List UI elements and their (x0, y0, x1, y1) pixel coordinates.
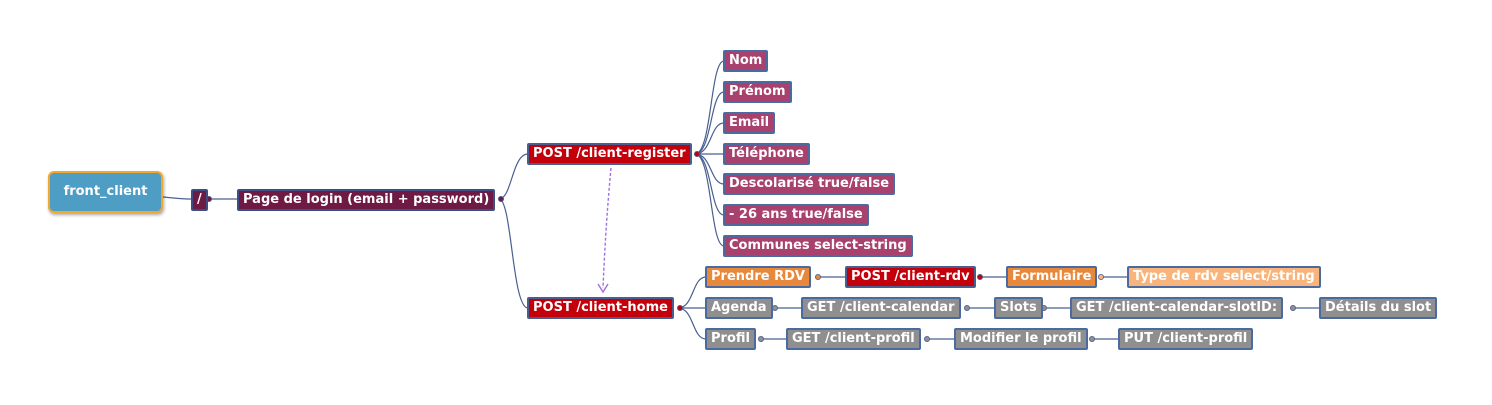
field-age[interactable]: - 26 ans true/false (723, 204, 869, 226)
connector-login-register (498, 153, 529, 200)
collapse-dot (694, 150, 701, 157)
home-label: POST /client-home (533, 300, 668, 315)
rdv-post-node[interactable]: POST /client-rdv (845, 266, 976, 288)
collapse-dot (1089, 335, 1096, 342)
connector-root-slash (162, 196, 193, 200)
connector-register-field (694, 60, 725, 155)
collapse-dot (677, 304, 684, 311)
profil-label: Profil (711, 331, 750, 346)
field-prenom[interactable]: Prénom (723, 81, 792, 103)
agenda-node[interactable]: Agenda (705, 297, 773, 319)
register-label: POST /client-register (533, 146, 686, 161)
collapse-dot (964, 304, 971, 311)
profil-put-label: PUT /client-profil (1124, 331, 1248, 346)
field-descolarise[interactable]: Descolarisé true/false (723, 173, 896, 195)
agenda-label: Agenda (711, 300, 767, 315)
field-label: Prénom (729, 84, 786, 99)
profil-modify-node[interactable]: Modifier le profil (954, 328, 1088, 350)
calendar-get-node[interactable]: GET /client-calendar (801, 297, 961, 319)
field-label: Communes select-string (729, 238, 907, 253)
field-label: Descolarisé true/false (729, 176, 890, 191)
slots-node[interactable]: Slots (994, 297, 1043, 319)
form-label: Formulaire (1012, 269, 1092, 284)
rdv-type-node[interactable]: Type de rdv select/string (1127, 266, 1321, 288)
connector-register-field (694, 153, 725, 216)
collapse-dot (977, 273, 984, 280)
field-nom[interactable]: Nom (723, 50, 769, 72)
home-node[interactable]: POST /client-home (527, 297, 674, 319)
connector-home-rdv (677, 276, 707, 309)
collapse-dot (924, 335, 931, 342)
slots-label: Slots (1000, 300, 1037, 315)
field-label: Téléphone (729, 146, 804, 161)
root-node[interactable]: front_client (48, 171, 163, 213)
profil-get-node[interactable]: GET /client-profil (786, 328, 921, 350)
field-label: Nom (729, 53, 763, 68)
collapse-dot (1098, 273, 1105, 280)
field-label: Email (729, 115, 770, 130)
register-node[interactable]: POST /client-register (527, 143, 692, 165)
profil-get-label: GET /client-profil (792, 331, 915, 346)
login-label: Page de login (email + password) (243, 192, 490, 207)
slot-details-label: Détails du slot (1325, 300, 1432, 315)
login-node[interactable]: Page de login (email + password) (237, 189, 496, 211)
calendar-get-label: GET /client-calendar (807, 300, 955, 315)
field-label: - 26 ans true/false (729, 207, 863, 222)
rdv-type-label: Type de rdv select/string (1133, 269, 1315, 284)
field-telephone[interactable]: Téléphone (723, 143, 810, 165)
connector-home-profil (677, 307, 707, 340)
collapse-dot (758, 335, 765, 342)
collapse-dot (815, 273, 822, 280)
relation-arrow (602, 167, 612, 289)
field-email[interactable]: Email (723, 112, 776, 134)
slot-details-node[interactable]: Détails du slot (1319, 297, 1438, 319)
form-node[interactable]: Formulaire (1006, 266, 1098, 288)
profil-put-node[interactable]: PUT /client-profil (1118, 328, 1254, 350)
connector-register-field (694, 153, 725, 247)
profil-modify-label: Modifier le profil (960, 331, 1082, 346)
profil-node[interactable]: Profil (705, 328, 756, 350)
collapse-dot (772, 304, 779, 311)
slash-label: / (197, 192, 202, 207)
rdv-label: Prendre RDV (711, 269, 805, 284)
collapse-dot (497, 195, 504, 202)
connector-login-home (498, 198, 529, 309)
slot-get-label: GET /client-calendar-slotID: (1076, 300, 1278, 315)
field-communes[interactable]: Communes select-string (723, 235, 913, 257)
relation-arrowhead (597, 283, 609, 294)
rdv-post-label: POST /client-rdv (851, 269, 970, 284)
slash-node[interactable]: / (191, 189, 208, 211)
rdv-node[interactable]: Prendre RDV (705, 266, 811, 288)
collapse-dot (1290, 304, 1297, 311)
slot-get-node[interactable]: GET /client-calendar-slotID: (1070, 297, 1284, 319)
connector-register-field (694, 91, 725, 155)
